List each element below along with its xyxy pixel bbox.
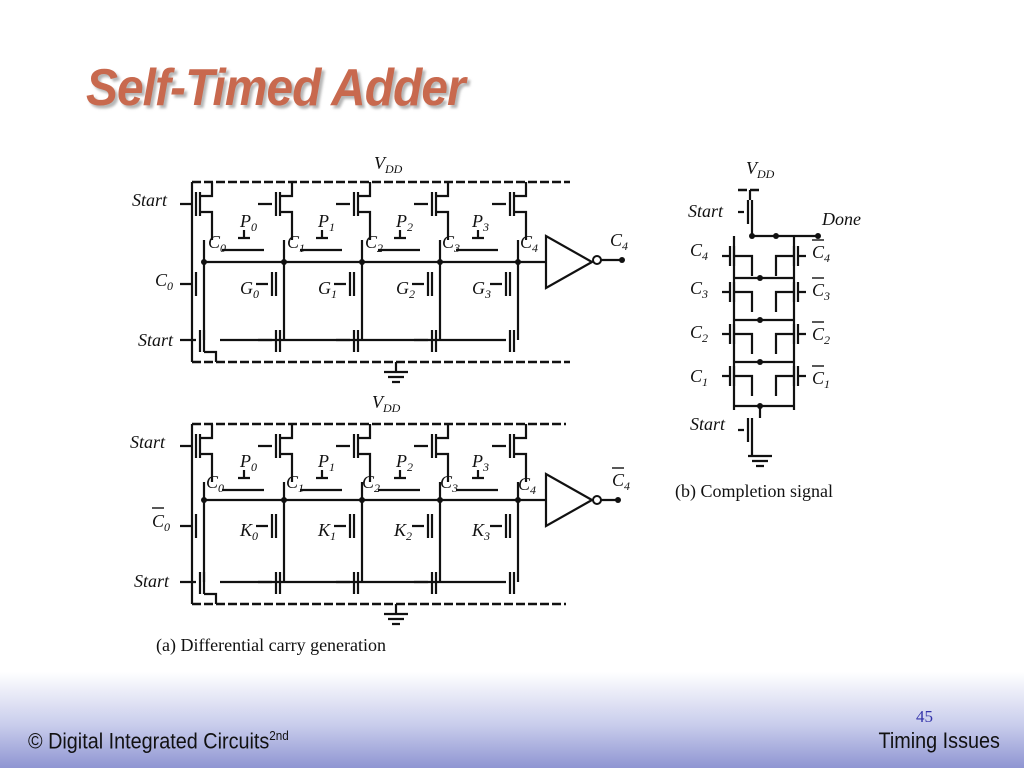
- c-label: C0: [208, 232, 226, 255]
- footer-copyright: © Digital Integrated Circuits2nd: [28, 728, 289, 754]
- c-label: C3: [440, 472, 458, 495]
- vdd-label: VDD: [372, 392, 401, 415]
- footer-copyright-text: © Digital Integrated Circuits: [28, 728, 270, 754]
- c-label: C3: [442, 232, 460, 255]
- k-label: K2: [393, 520, 412, 543]
- footer-section: Timing Issues: [878, 728, 1000, 753]
- completion-input-right: C3: [812, 280, 830, 303]
- completion-input-left: C1: [690, 366, 708, 389]
- top-circuit-labels: VDD Start Start C0 C4 C4 P0 P1 P2 P3 C0 …: [132, 153, 628, 350]
- start-label: Start: [688, 201, 724, 221]
- carry-in-bar-label: C0: [152, 511, 170, 534]
- g-label: G1: [318, 278, 337, 301]
- bottom-carry-circuit: [180, 422, 621, 626]
- completion-labels: VDD Start Start Done C4 C3 C2 C1 C4 C3 C…: [675, 158, 861, 502]
- k-label: K1: [317, 520, 336, 543]
- c-label: C2: [362, 472, 380, 495]
- output-label: C4: [610, 230, 628, 253]
- vdd-label: VDD: [374, 153, 403, 176]
- start-label: Start: [690, 414, 726, 434]
- p-label: P0: [239, 211, 257, 234]
- carry-in-label: C0: [155, 270, 173, 293]
- completion-input-left: C3: [690, 278, 708, 301]
- p-label: P3: [471, 211, 489, 234]
- c-label: C1: [286, 472, 304, 495]
- start-label: Start: [130, 432, 166, 452]
- slide-title: Self-Timed Adder: [86, 59, 466, 117]
- footer-edition: 2nd: [269, 728, 289, 743]
- completion-input-right: C4: [812, 242, 830, 265]
- p-label: P2: [395, 211, 413, 234]
- p-label: P3: [471, 451, 489, 474]
- completion-input-right: C2: [812, 324, 830, 347]
- g-label: G3: [472, 278, 491, 301]
- p-label: P0: [239, 451, 257, 474]
- carry-out-label: C4: [518, 474, 536, 497]
- bottom-circuit-labels: VDD Start Start C0 C4 C4 P0 P1 P2 P3 C0 …: [130, 392, 630, 656]
- start-label: Start: [132, 190, 168, 210]
- footer-band: [0, 672, 1024, 768]
- done-label: Done: [821, 209, 861, 229]
- start-label: Start: [134, 571, 170, 591]
- completion-input-right: C1: [812, 368, 830, 391]
- page-number: 45: [916, 707, 933, 726]
- top-carry-circuit: [180, 180, 625, 384]
- g-label: G0: [240, 278, 259, 301]
- caption-b: (b) Completion signal: [675, 481, 833, 502]
- completion-input-left: C2: [690, 322, 708, 345]
- c-label: C1: [287, 232, 305, 255]
- k-label: K3: [471, 520, 490, 543]
- p-label: P2: [395, 451, 413, 474]
- c-label: C2: [365, 232, 383, 255]
- carry-out-label: C4: [520, 232, 538, 255]
- k-label: K0: [239, 520, 258, 543]
- caption-a: (a) Differential carry generation: [156, 635, 386, 656]
- output-bar-label: C4: [612, 470, 630, 493]
- completion-circuit: [722, 188, 821, 468]
- p-label: P1: [317, 451, 335, 474]
- start-label: Start: [138, 330, 174, 350]
- completion-input-left: C4: [690, 240, 708, 263]
- c-label: C0: [206, 472, 224, 495]
- vdd-label: VDD: [746, 158, 775, 181]
- p-label: P1: [317, 211, 335, 234]
- g-label: G2: [396, 278, 415, 301]
